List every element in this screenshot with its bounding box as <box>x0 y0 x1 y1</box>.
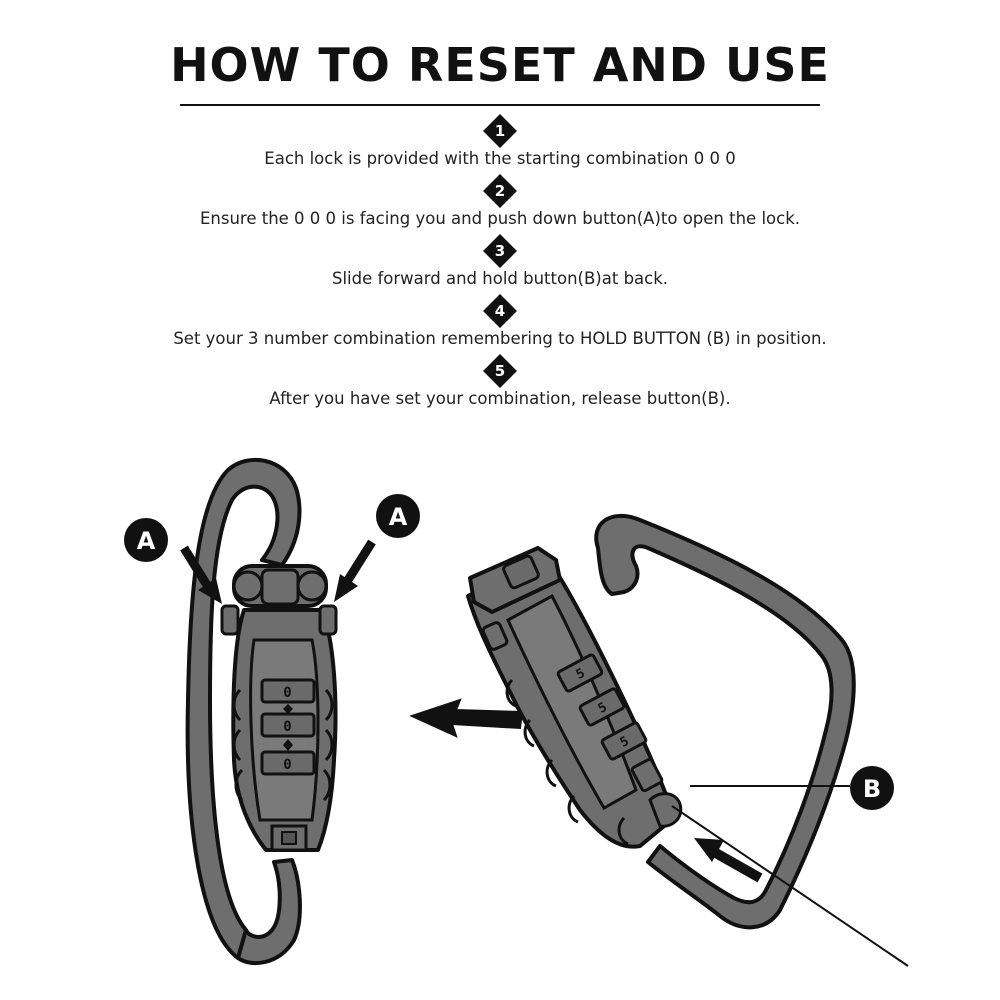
right-combination-dials: 5 5 5 <box>556 653 648 761</box>
step-5-number: 5 <box>494 362 506 380</box>
callout-a-right: A <box>334 494 420 602</box>
left-combination-dials: 0 0 0 <box>260 678 316 776</box>
right-side-button <box>481 621 509 651</box>
step-4-number: 4 <box>494 302 506 320</box>
arrow-left-icon <box>409 698 524 738</box>
right-carabiner-frame <box>594 514 856 930</box>
callout-b: B <box>690 766 894 810</box>
step-4-badge: 4 <box>483 294 517 328</box>
left-carabiner: 0 0 0 <box>185 457 338 966</box>
arrow-down-right-icon <box>198 578 222 604</box>
step-3-number: 3 <box>494 242 506 260</box>
button-b <box>630 757 683 828</box>
title-underline <box>180 104 820 106</box>
arrow-down-left-icon <box>334 574 358 602</box>
callout-a-right-label: A <box>389 503 408 531</box>
right-hinge-knob <box>296 570 328 602</box>
step-4-text: Set your 3 number combination rememberin… <box>173 329 827 348</box>
page-title: HOW TO RESET AND USE <box>170 38 830 92</box>
left-carabiner-frame <box>185 457 302 960</box>
step-1-text: Each lock is provided with the starting … <box>264 149 736 168</box>
left-dial-1-digit: 0 <box>283 685 292 701</box>
step-2-number: 2 <box>494 182 506 200</box>
left-button-a <box>220 604 240 636</box>
step-1-number: 1 <box>494 122 506 140</box>
callout-a-left: A <box>124 518 222 604</box>
step-2-badge: 2 <box>483 174 517 208</box>
step-5: 5 After you have set your combination, r… <box>0 354 1000 408</box>
step-2: 2 Ensure the 0 0 0 is facing you and pus… <box>0 174 1000 228</box>
left-dial-3-digit: 0 <box>283 757 292 773</box>
right-carabiner: 5 5 5 <box>466 514 856 930</box>
left-lock-grip-ridges <box>232 688 334 802</box>
step-5-text: After you have set your combination, rel… <box>269 389 731 408</box>
left-dial-2-digit: 0 <box>283 719 292 735</box>
left-hinge-knob <box>232 570 264 602</box>
callout-a-left-label: A <box>137 527 156 555</box>
left-carabiner-lower-loop <box>236 858 302 966</box>
right-lock-grip-ridges <box>505 678 629 846</box>
step-3-text: Slide forward and hold button(B)at back. <box>331 269 669 288</box>
right-button-a <box>318 604 338 636</box>
step-3: 3 Slide forward and hold button(B)at bac… <box>0 234 1000 288</box>
step-3-badge: 3 <box>483 234 517 268</box>
slide-direction-arrow <box>409 698 524 738</box>
step-1-badge: 1 <box>483 114 517 148</box>
right-lock-inner-plate <box>506 593 638 811</box>
step-5-badge: 5 <box>483 354 517 388</box>
lanyard-line <box>671 805 909 967</box>
step-4: 4 Set your 3 number combination remember… <box>0 294 1000 348</box>
push-arrow-b <box>694 838 763 883</box>
step-2-text: Ensure the 0 0 0 is facing you and push … <box>199 209 801 228</box>
arrow-up-left-icon <box>694 838 724 862</box>
callout-b-label: B <box>863 775 881 803</box>
step-1: 1 Each lock is provided with the startin… <box>0 114 1000 168</box>
